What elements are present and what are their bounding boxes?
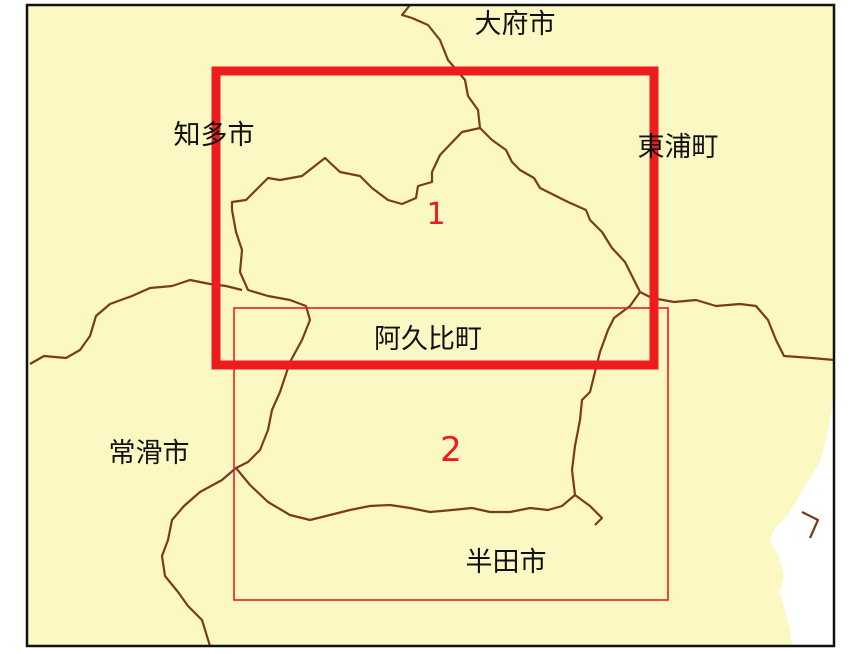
boundary-line <box>639 291 835 362</box>
boundary-line <box>479 127 642 526</box>
boundary-line <box>400 4 482 129</box>
map-frame <box>25 3 836 648</box>
label-obu: 大府市 <box>475 9 556 40</box>
label-agui: 阿久比町 <box>374 324 482 355</box>
sheet-1-frame[interactable] <box>211 66 659 370</box>
boundary-line <box>235 467 576 522</box>
label-handa: 半田市 <box>466 547 547 578</box>
label-higashiura: 東浦町 <box>638 132 719 163</box>
sheet-2-frame[interactable] <box>233 307 669 601</box>
sheet-1-number: 1 <box>426 197 445 232</box>
label-tokoname: 常滑市 <box>109 438 190 469</box>
boundary-line <box>230 126 481 210</box>
land-area <box>27 5 834 646</box>
boundary-line <box>29 278 243 365</box>
label-chita: 知多市 <box>174 120 255 151</box>
boundary-line <box>801 511 820 539</box>
sheet-2-number: 2 <box>440 430 462 470</box>
municipal-boundaries <box>29 4 835 647</box>
sea-area <box>770 395 834 646</box>
boundary-line <box>230 209 312 469</box>
boundary-line <box>160 467 237 647</box>
